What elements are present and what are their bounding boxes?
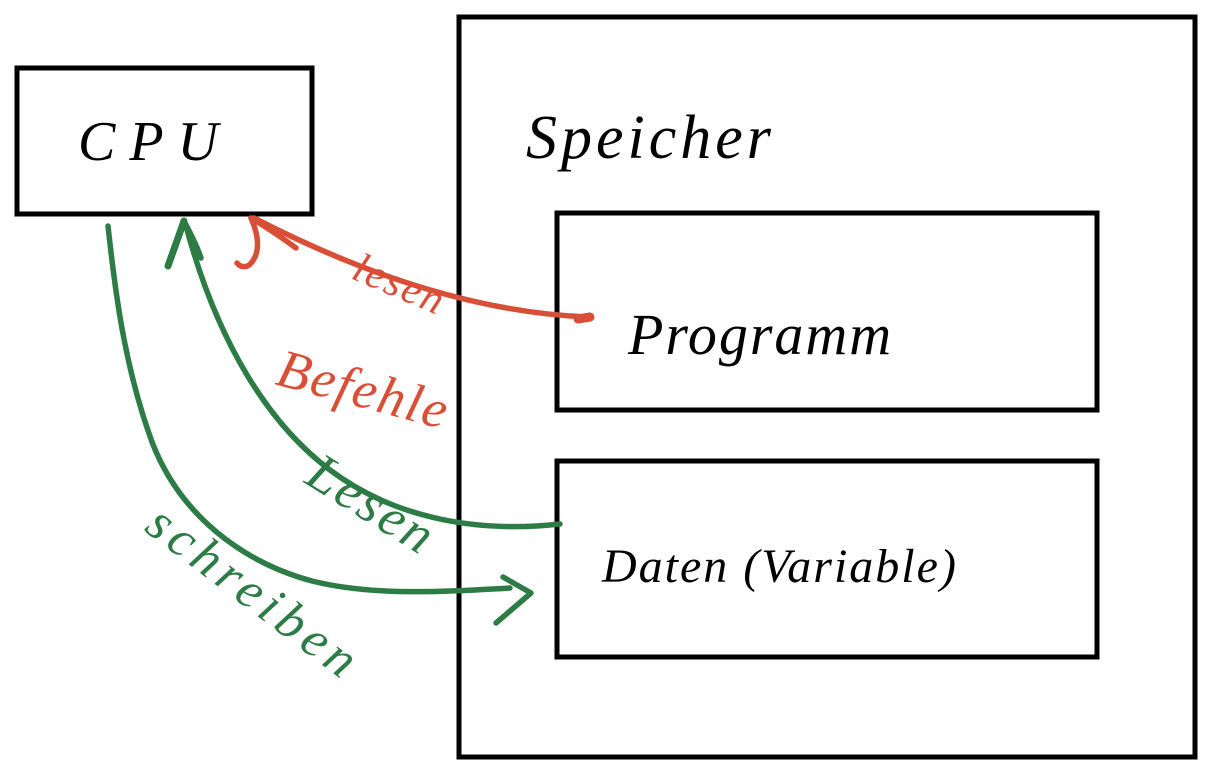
memory-group: Speicher Programm Daten (Variable) — [456, 14, 1198, 760]
arrow-read-instructions-head-right — [248, 215, 299, 251]
arrow-write-data-label: schreiben — [136, 494, 373, 693]
arrow-read-data-label: Lesen — [296, 441, 448, 567]
arrow-read-data-head-right — [181, 218, 204, 261]
program-label: Programm — [627, 302, 893, 367]
arrow-write-data-head — [493, 574, 534, 626]
arrow-read-instructions-head-left — [234, 215, 261, 270]
arrow-read-instructions-shaft — [251, 215, 591, 320]
cpu-group: CPU — [14, 65, 315, 217]
arrow-read-instructions-label-line2: Befehle — [271, 338, 456, 441]
arrow-read-data-head-left — [164, 217, 188, 270]
data-box — [554, 458, 1100, 660]
cpu-label: CPU — [78, 111, 232, 173]
program-box — [554, 210, 1100, 413]
data-label: Daten (Variable) — [601, 540, 958, 593]
cpu-box — [14, 65, 315, 217]
arrow-read-data-shaft — [183, 223, 563, 530]
arrow-write-data-shaft — [105, 223, 513, 595]
memory-title: Speicher — [526, 104, 775, 172]
arrow-read-instructions-label-line1: lesen — [346, 245, 453, 325]
arrow-read-instructions-start-dot — [573, 312, 595, 324]
